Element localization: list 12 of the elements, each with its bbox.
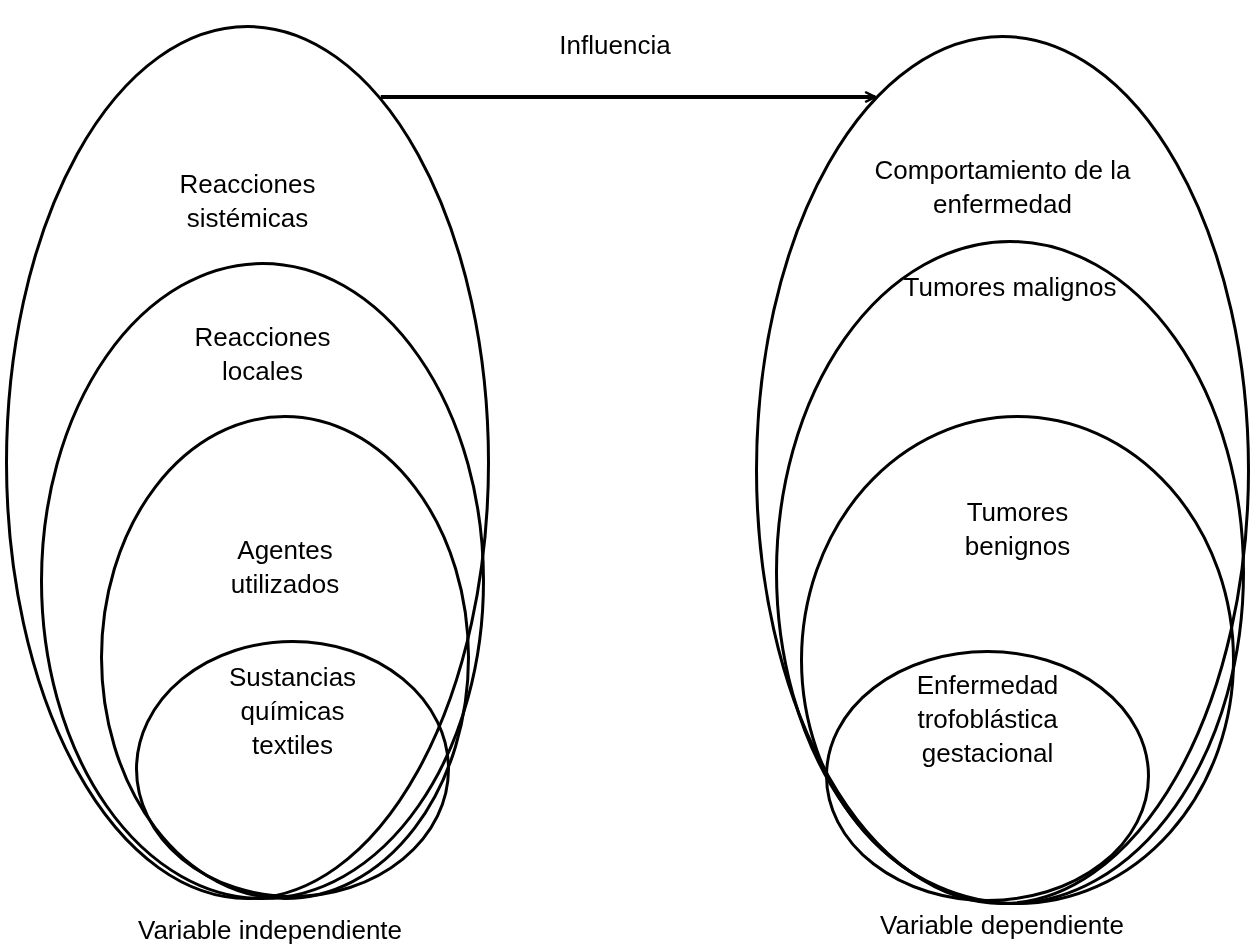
ellipse-label: Sustancias químicas textiles (227, 661, 358, 762)
node-label: Variable independiente (136, 915, 404, 946)
edge-label: Influencia (558, 30, 672, 61)
ellipse-label: Comportamiento de la enfermedad (873, 154, 1132, 221)
arrow (380, 90, 877, 104)
ellipse-label: Enfermedad trofoblástica gestacional (915, 669, 1060, 770)
node-label: Variable dependiente (879, 910, 1125, 941)
ellipse-label: Tumores benignos (963, 496, 1072, 563)
ellipse-label: Agentes utilizados (229, 534, 341, 601)
ellipse-label: Tumores malignos (902, 271, 1118, 304)
ellipse-label: Reacciones locales (193, 321, 332, 388)
ellipse-label: Reacciones sistémicas (178, 168, 317, 235)
